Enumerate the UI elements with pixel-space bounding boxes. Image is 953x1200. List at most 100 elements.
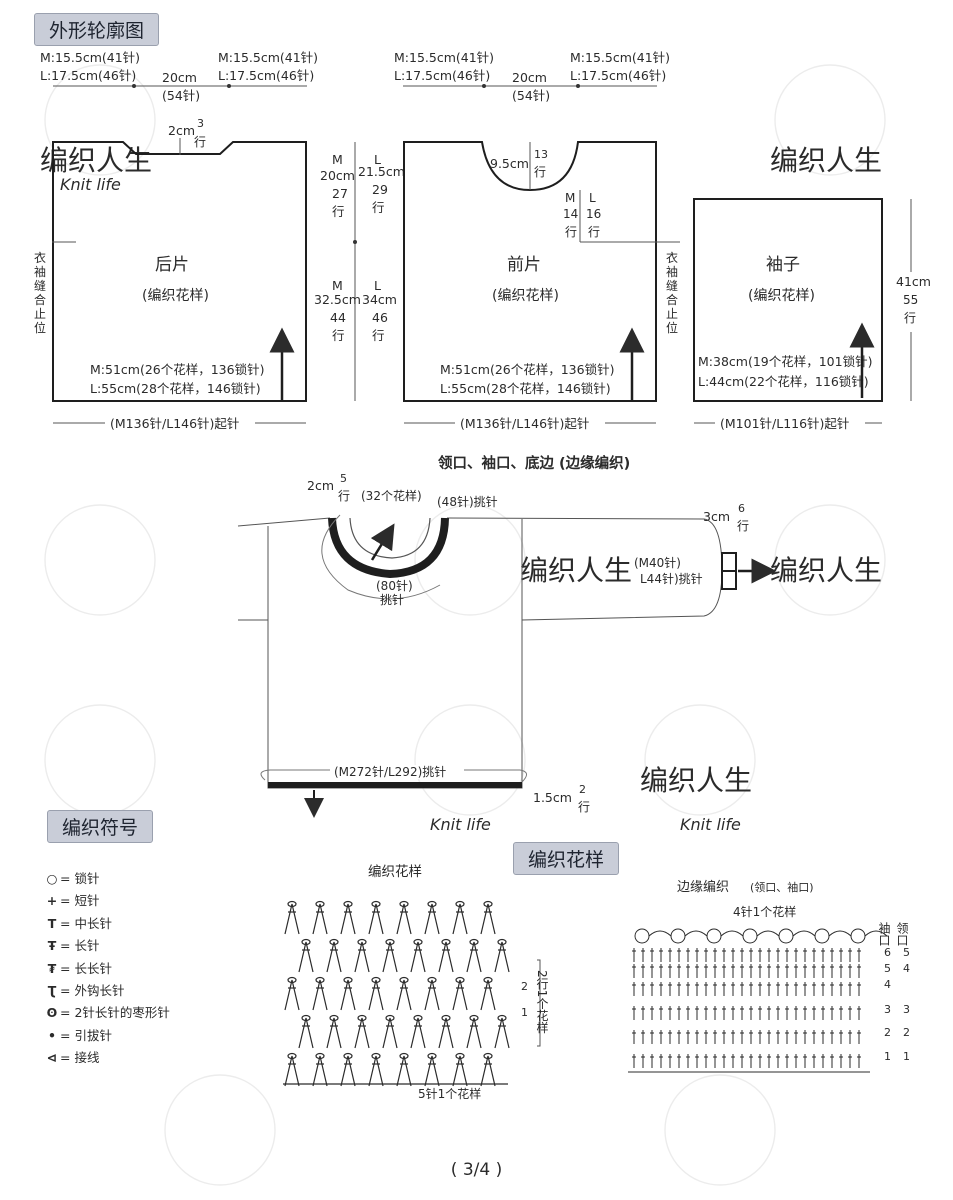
legend-item: ⊲= 接线 [46, 1050, 100, 1066]
symbols-section-title: 编织符号 [47, 810, 154, 843]
svg-text:1: 1 [903, 1050, 910, 1063]
edge-picot [634, 928, 650, 944]
svg-text:缝: 缝 [666, 278, 678, 293]
sleeve-height-rows: 55 [903, 293, 918, 307]
back-piece: 2cm 3 行 后片 (编织花样) 衣 袖 缝 合 止 位 M:51cm(26个… [34, 117, 307, 431]
legend-item: += 短针 [46, 893, 100, 909]
sleeve-title: 袖子 [766, 255, 800, 275]
svg-text:止: 止 [666, 307, 678, 321]
armhole-m-upper: 20cm [320, 168, 355, 183]
stitch-cluster [452, 900, 468, 935]
shoulder-l-right: L:17.5cm(46针) [570, 68, 666, 83]
back-title: 后片 [155, 255, 189, 275]
stitch-cluster [480, 900, 496, 935]
shoulder-m-left: M:15.5cm(41针) [394, 50, 494, 65]
front-neck-depth: 9.5cm [490, 156, 529, 171]
stitch-cluster [326, 1014, 342, 1049]
top-dimensions-left: M:15.5cm(41针) L:17.5cm(46针) M:15.5cm(41针… [40, 50, 318, 103]
neck-stitches: (54针) [162, 88, 200, 103]
edging-neck-cm: 2cm [307, 478, 334, 493]
sleeve-width-m: M:38cm(19个花样，101锁针) [698, 354, 872, 369]
svg-text:5: 5 [884, 962, 891, 975]
svg-text:2: 2 [903, 1026, 910, 1039]
svg-text:行: 行 [578, 800, 590, 814]
sleeve-piece: 袖子 (编织花样) M:38cm(19个花样，101锁针) L:44cm(22个… [693, 198, 931, 431]
back-sleeve-mark: 衣 袖 缝 合 止 位 [34, 250, 46, 335]
edge-picot [706, 928, 722, 944]
edging-neck-rows: 5 [340, 472, 347, 485]
svg-text:5: 5 [903, 946, 910, 959]
edge-row-numbers: 6 5 4 3 2 1 5 4 3 2 1 [884, 946, 910, 1063]
stitch-cluster [298, 938, 314, 973]
armhole-measurements: M L 20cm 21.5cm 27 29 行 行 M L 32.5cm 34c… [314, 142, 405, 401]
back-neck-rows: 3 [197, 117, 204, 130]
main-pattern-repeat-rows: 2行1个花样 [535, 970, 549, 1033]
watermark-brand: 编织人生 [640, 764, 752, 797]
stitch-cluster [452, 1052, 468, 1087]
watermark-layer: 编织人生 编织人生 编织人生 编织人生 编织人生 Knit life Knit … [40, 64, 886, 1186]
svg-text:缝: 缝 [34, 278, 46, 293]
front-title: 前片 [507, 255, 541, 275]
stitch-cluster [494, 1014, 510, 1049]
neck-width: 20cm [512, 70, 547, 85]
svg-text:2: 2 [884, 1026, 891, 1039]
svg-text:行: 行 [332, 204, 345, 219]
stitch-cluster [438, 938, 454, 973]
shoulder-m-right: M:15.5cm(41针) [218, 50, 318, 65]
shoulder-m-left: M:15.5cm(41针) [40, 50, 140, 65]
edge-stitch-chart: 边缘编织 (领口、袖口) 4针1个花样 袖口 领口 6 5 4 3 2 1 5 … [628, 880, 910, 1073]
top-dimensions-right: M:15.5cm(41针) L:17.5cm(46针) M:15.5cm(41针… [394, 50, 670, 103]
main-pattern-repeat-stitches: 5针1个花样 [418, 1086, 481, 1101]
svg-text:M: M [565, 191, 575, 205]
watermark-brand-en: Knit life [60, 175, 121, 194]
legend-item: Ʈ= 外钩长针 [47, 983, 125, 999]
edge-pattern-title: 边缘编织 [677, 880, 729, 895]
svg-text:衣: 衣 [34, 250, 46, 265]
front-piece: 9.5cm 13 行 M L 14 16 行 行 前片 (编织花样) 衣 袖 缝… [403, 141, 680, 431]
edging-diagram: 领口、袖口、底边 (边缘编织) 2cm 5 行 (32个花样) (48针)挑针 … [237, 454, 777, 818]
svg-text:行: 行 [338, 489, 350, 503]
neck-width: 20cm [162, 70, 197, 85]
edging-neck-pick-bottom: (80针) [376, 578, 413, 593]
edging-hem-pick: (M272针/L292)挑针 [334, 764, 446, 779]
stitch-cluster [480, 976, 496, 1011]
svg-text:行: 行 [565, 225, 577, 239]
stitch-cluster [466, 938, 482, 973]
svg-text:6: 6 [884, 946, 891, 959]
svg-text:袖: 袖 [666, 264, 678, 279]
svg-text:衣: 衣 [666, 250, 678, 265]
legend-item: ʘ= 2针长针的枣形针 [46, 1005, 170, 1021]
legend-item: Ŧ= 长针 [47, 938, 100, 954]
legend-item: ○= 锁针 [46, 871, 100, 886]
stitch-cluster [284, 900, 300, 935]
watermark-brand-en: Knit life [430, 815, 491, 834]
armhole-m-label: M [332, 152, 343, 167]
shoulder-l-left: L:17.5cm(46针) [40, 68, 136, 83]
pattern-section-title: 编织花样 [513, 842, 620, 875]
stitch-cluster [466, 1014, 482, 1049]
sleeve-width-l: L:44cm(22个花样，116锁针) [698, 374, 869, 389]
edging-neck-patterns: (32个花样) [361, 488, 422, 503]
stitch-cluster [410, 1014, 426, 1049]
watermark-brand-en: Knit life [680, 815, 741, 834]
edging-hem-rows: 2 [579, 783, 586, 796]
svg-text:3: 3 [903, 1003, 910, 1016]
page-number: ( 3/4 ) [450, 1160, 503, 1180]
stitch-cluster [424, 900, 440, 935]
back-neck-depth: 2cm [168, 123, 195, 138]
front-l-rows: 16 [586, 207, 601, 221]
svg-text:1: 1 [884, 1050, 891, 1063]
svg-text:2: 2 [521, 980, 528, 993]
stitch-cluster [326, 938, 342, 973]
svg-text:行: 行 [534, 165, 546, 179]
stitch-cluster [312, 900, 328, 935]
sleeve-cast-on: (M101针/L116针)起针 [720, 416, 849, 431]
legend-item: T= 中长针 [47, 915, 112, 931]
front-m-rows: 14 [563, 207, 578, 221]
edging-neck-pick-word: 挑针 [380, 592, 404, 607]
stitch-cluster [368, 900, 384, 935]
edging-cuff-m: (M40针) [634, 555, 681, 570]
sleeve-height-cm: 41cm [896, 274, 931, 289]
svg-text:3: 3 [884, 1003, 891, 1016]
